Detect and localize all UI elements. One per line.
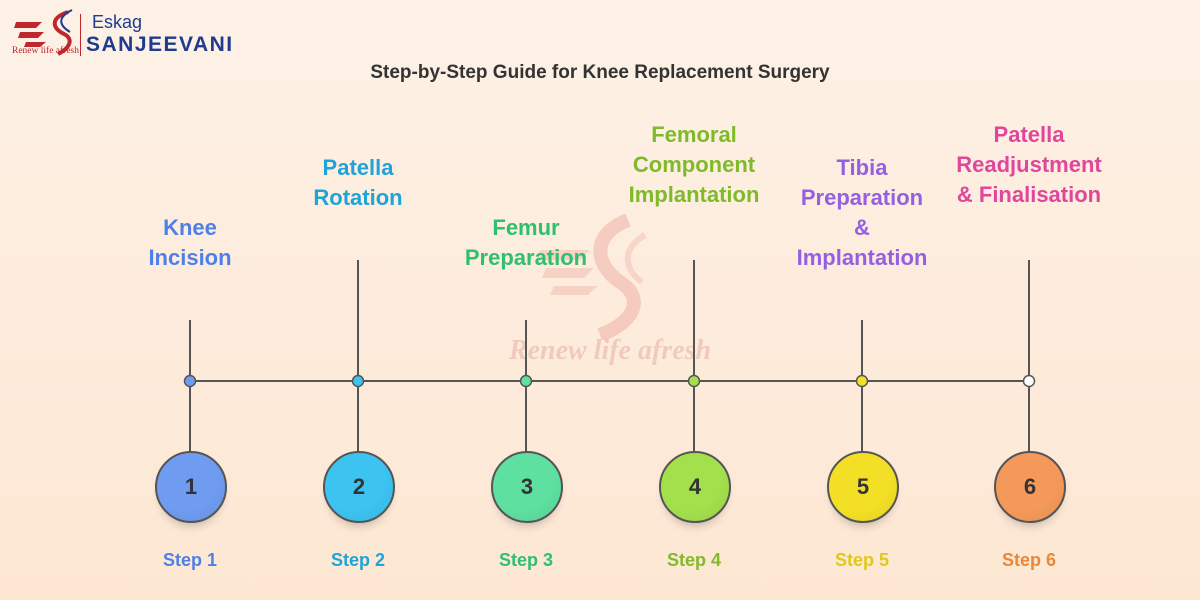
step-3-label-line: Femur [492, 215, 560, 240]
step-5-label-line: Preparation [800, 185, 924, 210]
brand-tagline: Renew life afresh [12, 46, 79, 56]
step-6-label-line: Patella [993, 122, 1065, 147]
step-5-label-line: Implantation [796, 245, 928, 270]
brand-name-top: Eskag [92, 12, 143, 32]
brand-logo: Eskag SANJEEVANI Renew life afresh [0, 0, 300, 70]
step-5-number-circle: 5 [827, 451, 899, 523]
step-4-number-circle: 4 [659, 451, 731, 523]
step-6-label-line: Readjustment [956, 152, 1102, 177]
step-5-node [855, 374, 869, 388]
brand-name-main: SANJEEVANI [86, 33, 234, 56]
step-2-label-line: Patella [322, 155, 394, 180]
step-3-number-circle: 3 [491, 451, 563, 523]
step-4-node [687, 374, 701, 388]
step-2-label-line: Rotation [313, 185, 403, 210]
step-1-number-circle: 1 [155, 451, 227, 523]
page-title: Step-by-Step Guide for Knee Replacement … [370, 62, 830, 83]
step-5-caption: Step 5 [834, 550, 890, 570]
step-2-node [351, 374, 365, 388]
step-6-label-line: & Finalisation [956, 182, 1102, 207]
step-3-caption: Step 3 [498, 550, 554, 570]
step-1-node [183, 374, 197, 388]
step-1-label-line: Knee [163, 215, 217, 240]
step-5-label-line: Tibia [836, 155, 888, 180]
step-4-caption: Step 4 [666, 550, 722, 570]
step-2-number-circle: 2 [323, 451, 395, 523]
step-3-label-line: Preparation [464, 245, 588, 270]
step-4-label-line: Implantation [628, 182, 760, 207]
step-6-node [1022, 374, 1036, 388]
step-6-caption: Step 6 [1001, 550, 1057, 570]
step-3-node [519, 374, 533, 388]
logo-mark-icon [14, 9, 73, 56]
logo-divider [80, 14, 81, 56]
step-6-number-circle: 6 [994, 451, 1066, 523]
step-1-label-line: Incision [148, 245, 232, 270]
step-5-label-line: & [854, 215, 870, 240]
step-4-label-line: Femoral [651, 122, 737, 147]
step-4-label-line: Component [632, 152, 756, 177]
step-2-caption: Step 2 [330, 550, 386, 570]
step-1-caption: Step 1 [162, 550, 218, 570]
